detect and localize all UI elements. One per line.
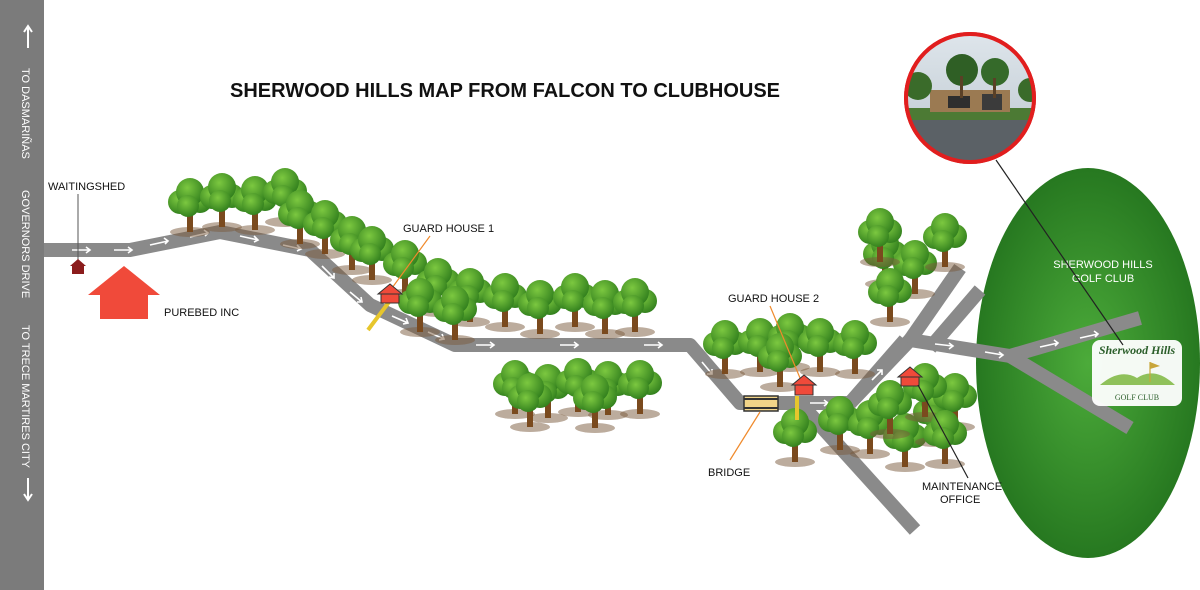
purebed-house-icon — [88, 266, 160, 319]
golf-club-label-line1: SHERWOOD HILLS — [1053, 259, 1152, 271]
governors-drive-road — [0, 0, 44, 590]
guard-house-2-leader-line — [769, 305, 801, 379]
arrow-up-icon — [23, 24, 33, 48]
tree-cluster-middle — [491, 356, 664, 435]
maintenance-leader-line — [917, 384, 969, 479]
maintenance-label-line2: OFFICE — [940, 494, 980, 506]
logo-sub: GOLF CLUB — [1115, 393, 1159, 402]
golf-club-label-line2: GOLF CLUB — [1072, 273, 1134, 285]
waitingshed-label: WAITINGSHED — [48, 181, 125, 193]
bridge-leader-line — [729, 411, 761, 461]
maintenance-office-icon — [896, 366, 924, 387]
bridge-label: BRIDGE — [708, 467, 750, 479]
purebed-label: PUREBED INC — [164, 307, 239, 319]
golf-course-area — [976, 168, 1200, 558]
map-title: SHERWOOD HILLS MAP FROM FALCON TO CLUBHO… — [230, 80, 780, 102]
road-direction-arrows — [72, 229, 1100, 407]
bridge-icon — [743, 395, 779, 412]
road-label-main: GOVERNORS DRIVE — [19, 190, 31, 298]
guard-house-1-icon — [376, 283, 404, 304]
guard-house-2-icon — [790, 374, 818, 396]
photo-callout-line — [995, 159, 1124, 346]
guard-house-1-label: GUARD HOUSE 1 — [403, 223, 494, 235]
road-label-north: TO DASMARIÑAS — [19, 68, 32, 159]
logo-name: Sherwood Hills — [1099, 343, 1176, 357]
guard-house-1-leader-line — [391, 235, 431, 289]
guard-house-2-label: GUARD HOUSE 2 — [728, 293, 819, 305]
maintenance-label-line1: MAINTENANCE — [922, 481, 1002, 493]
sherwood-hills-logo: Sherwood Hills GOLF CLUB — [1092, 340, 1182, 406]
waitingshed-icon — [70, 259, 86, 274]
clubhouse-photo — [904, 32, 1036, 164]
road-label-south: TO TRECE MARTIRES CITY — [19, 325, 31, 469]
arrow-down-icon — [23, 478, 33, 502]
tree-cluster-right — [856, 206, 969, 329]
